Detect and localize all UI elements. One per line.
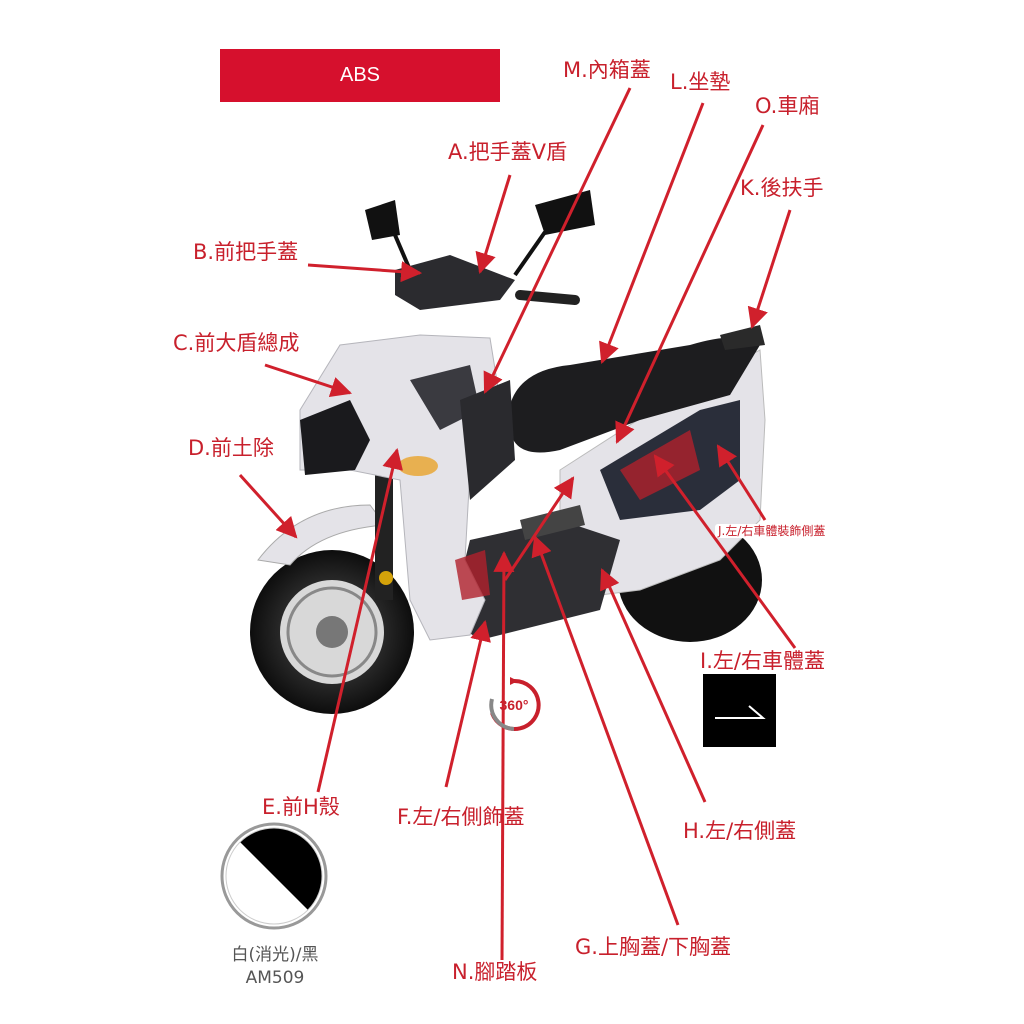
color-code: AM509 — [245, 968, 305, 988]
arrow-i — [653, 454, 797, 649]
label-c: C.前大盾總成 — [173, 331, 300, 355]
arrow-e — [316, 447, 403, 793]
label-b: B.前把手蓋 — [193, 240, 299, 264]
label-a: A.把手蓋V盾 — [448, 140, 568, 164]
mirror-right — [535, 190, 595, 235]
arrow-a — [475, 174, 512, 275]
next-view-button[interactable] — [703, 674, 776, 747]
floor-area — [450, 520, 620, 640]
front-fork — [375, 470, 393, 600]
360-view-button[interactable]: 360° — [484, 675, 544, 735]
arrow-h — [600, 568, 707, 803]
arrow-m — [483, 87, 632, 394]
front-wheel — [250, 550, 414, 714]
label-f: F.左/右側飾蓋 — [397, 805, 525, 829]
front-headlight-mask — [300, 400, 370, 475]
seat — [510, 337, 760, 453]
arrow-o — [615, 124, 765, 444]
arrow-b — [307, 261, 423, 283]
arrow-l — [599, 102, 705, 364]
fork-gold-cap — [379, 571, 393, 585]
arrow-k — [747, 209, 792, 329]
label-h: H.左/右側蓋 — [683, 819, 797, 843]
arrow-n — [493, 550, 515, 961]
arrow-f — [444, 619, 491, 788]
abs-banner: ABS — [220, 49, 500, 102]
arrow-right-icon — [715, 705, 766, 719]
label-i: I.左/右車體蓋 — [700, 649, 825, 673]
label-m: M.內箱蓋 — [563, 58, 651, 82]
color-swatch[interactable] — [220, 822, 328, 930]
label-n: N.腳踏板 — [452, 960, 538, 984]
handlebar-cover — [395, 255, 515, 310]
label-d: D.前土除 — [188, 436, 274, 460]
arrow-d — [238, 473, 298, 539]
color-swatch-icon — [220, 822, 328, 930]
color-name: 白(消光)/黑 — [231, 945, 319, 965]
label-l: L.坐墊 — [670, 70, 731, 94]
arrow-g1 — [531, 535, 680, 926]
label-j: J.左/右車體裝飾側蓋 — [715, 524, 829, 538]
grab-handle — [720, 325, 765, 350]
360-view-label: 360° — [500, 697, 529, 713]
360-view-icon: 360° — [489, 677, 541, 731]
handlebar-right — [515, 290, 580, 305]
inner-box-panel — [460, 380, 515, 500]
mirror-left — [365, 200, 400, 240]
callout-arrows — [238, 87, 797, 961]
label-k: K.後扶手 — [740, 176, 824, 200]
front-red-stripe — [455, 550, 490, 600]
arrow-j — [716, 444, 767, 521]
arrow-g2 — [503, 476, 575, 581]
label-e: E.前H殼 — [262, 795, 340, 819]
label-g: G.上胸蓋/下胸蓋 — [575, 935, 732, 959]
arrow-c — [264, 363, 352, 398]
turn-signal — [398, 456, 438, 476]
label-o: O.車廂 — [755, 94, 820, 118]
